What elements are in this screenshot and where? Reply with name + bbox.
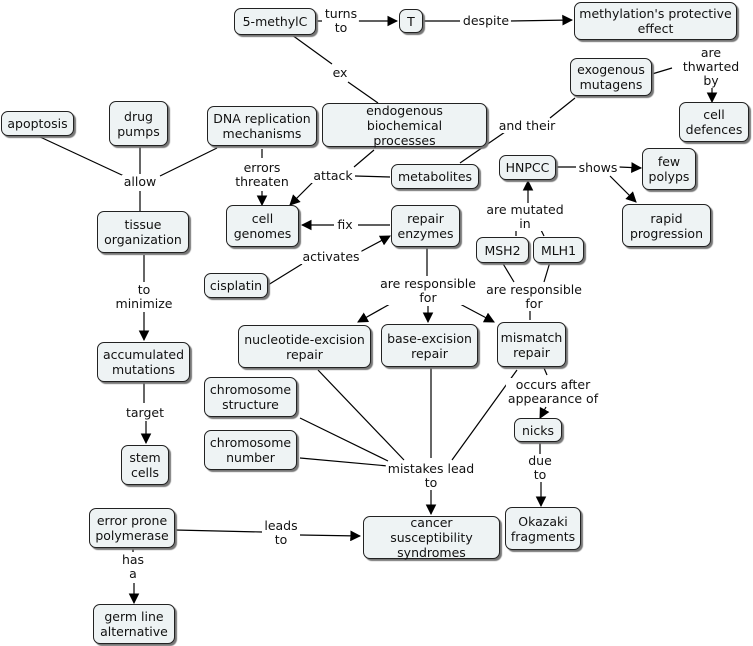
concept-base-excision-repair[interactable]: base-excision repair (381, 324, 478, 367)
concept-okazaki-fragments[interactable]: Okazaki fragments (505, 507, 581, 550)
link-are-responsible-for-repair: are responsible for (378, 276, 478, 305)
link-turns-to: turns to (322, 6, 360, 35)
link-ex: ex (330, 65, 350, 80)
link-target: target (123, 405, 167, 420)
concept-germ-line-alternative[interactable]: germ line alternative (93, 604, 175, 644)
link-shows: shows (576, 160, 620, 175)
link-leads-to: leads to (262, 518, 300, 547)
concept-few-polyps[interactable]: few polyps (642, 148, 696, 190)
concept-stem-cells[interactable]: stem cells (121, 445, 169, 485)
link-activates: activates (300, 249, 362, 264)
concept-chromosome-number[interactable]: chromosome number (204, 430, 297, 470)
link-allow: allow (121, 174, 159, 189)
concept-drug-pumps[interactable]: drug pumps (109, 101, 168, 146)
concept-apoptosis[interactable]: apoptosis (1, 111, 74, 136)
link-and-their: and their (496, 118, 558, 133)
link-due-to: due to (526, 453, 554, 482)
concept-dna-replication-mechanisms[interactable]: DNA replication mechanisms (207, 106, 317, 146)
concept-nucleotide-excision-repair[interactable]: nucleotide-excision repair (238, 325, 371, 368)
concept-mismatch-repair[interactable]: mismatch repair (497, 322, 566, 367)
concept-5-methylc[interactable]: 5-methylC (234, 8, 316, 35)
concept-endogenous-biochemical-processes[interactable]: endogenous biochemical processes (322, 103, 487, 148)
concept-methylations-protective-effect[interactable]: methylation's protective effect (574, 2, 737, 40)
link-occurs-after-appearance-of: occurs after appearance of (505, 377, 601, 406)
link-are-thwarted-by: are thwarted by (680, 45, 742, 88)
concept-cell-defences[interactable]: cell defences (679, 102, 749, 142)
concept-msh2[interactable]: MSH2 (476, 237, 529, 263)
concept-accumulated-mutations[interactable]: accumulated mutations (97, 342, 190, 382)
link-mistakes-lead-to: mistakes lead to (385, 461, 477, 490)
concept-error-prone-polymerase[interactable]: error prone polymerase (89, 508, 175, 548)
link-has-a: has a (119, 552, 147, 581)
link-errors-threaten: errors threaten (233, 160, 291, 189)
concept-nicks[interactable]: nicks (514, 418, 562, 442)
concept-metabolites[interactable]: metabolites (391, 164, 479, 189)
concept-hnpcc[interactable]: HNPCC (499, 155, 556, 180)
link-fix: fix (335, 217, 355, 232)
concept-tissue-organization[interactable]: tissue organization (97, 211, 189, 253)
link-attack: attack (311, 168, 355, 183)
link-despite: despite (460, 13, 512, 28)
link-are-mutated-in: are mutated in (484, 202, 566, 231)
concept-exogenous-mutagens[interactable]: exogenous mutagens (570, 58, 652, 96)
link-to-minimize: to minimize (113, 282, 175, 311)
concept-chromosome-structure[interactable]: chromosome structure (204, 377, 297, 417)
concept-t[interactable]: T (399, 9, 423, 33)
concept-cancer-susceptibility-syndromes[interactable]: cancer susceptibility syndromes (363, 515, 500, 560)
concept-repair-enzymes[interactable]: repair enzymes (391, 205, 460, 247)
concept-mlh1[interactable]: MLH1 (533, 237, 584, 263)
concept-cell-genomes[interactable]: cell genomes (226, 205, 299, 247)
concept-rapid-progression[interactable]: rapid progression (622, 204, 711, 247)
link-are-responsible-for-mismatch: are responsible for (484, 282, 584, 311)
concept-cisplatin[interactable]: cisplatin (204, 273, 268, 298)
